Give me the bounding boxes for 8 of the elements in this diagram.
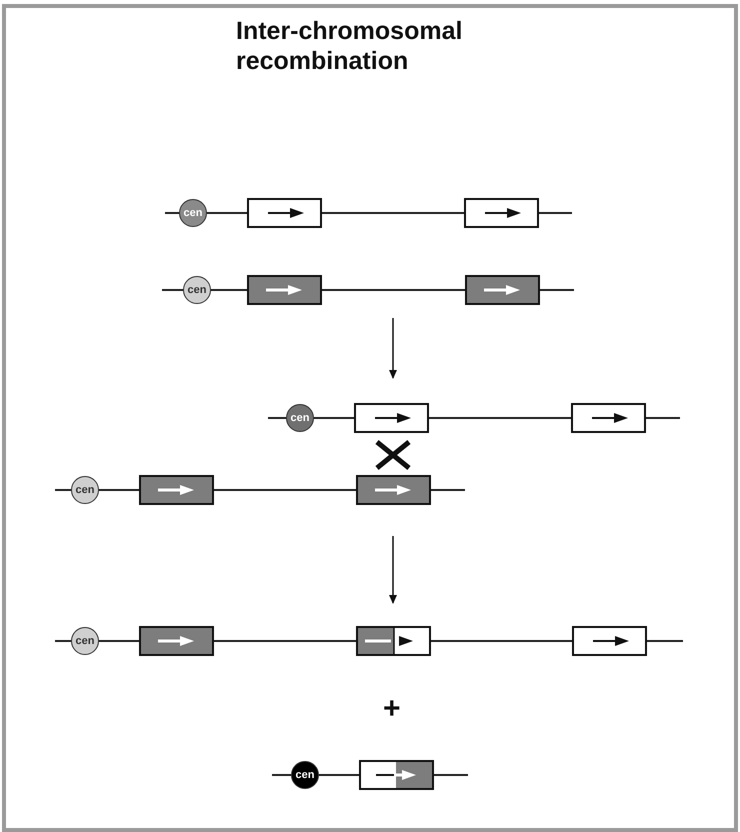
centromere-circle: cen	[291, 761, 319, 789]
diagram-title: Inter-chromosomal recombination	[236, 16, 464, 76]
centromere-circle: cen	[286, 404, 314, 432]
centromere-circle: cen	[179, 199, 207, 227]
centromere-circle: cen	[71, 476, 99, 504]
centromere-circle: cen	[71, 627, 99, 655]
plus-sign: +	[383, 692, 401, 726]
centromere-circle: cen	[183, 276, 211, 304]
